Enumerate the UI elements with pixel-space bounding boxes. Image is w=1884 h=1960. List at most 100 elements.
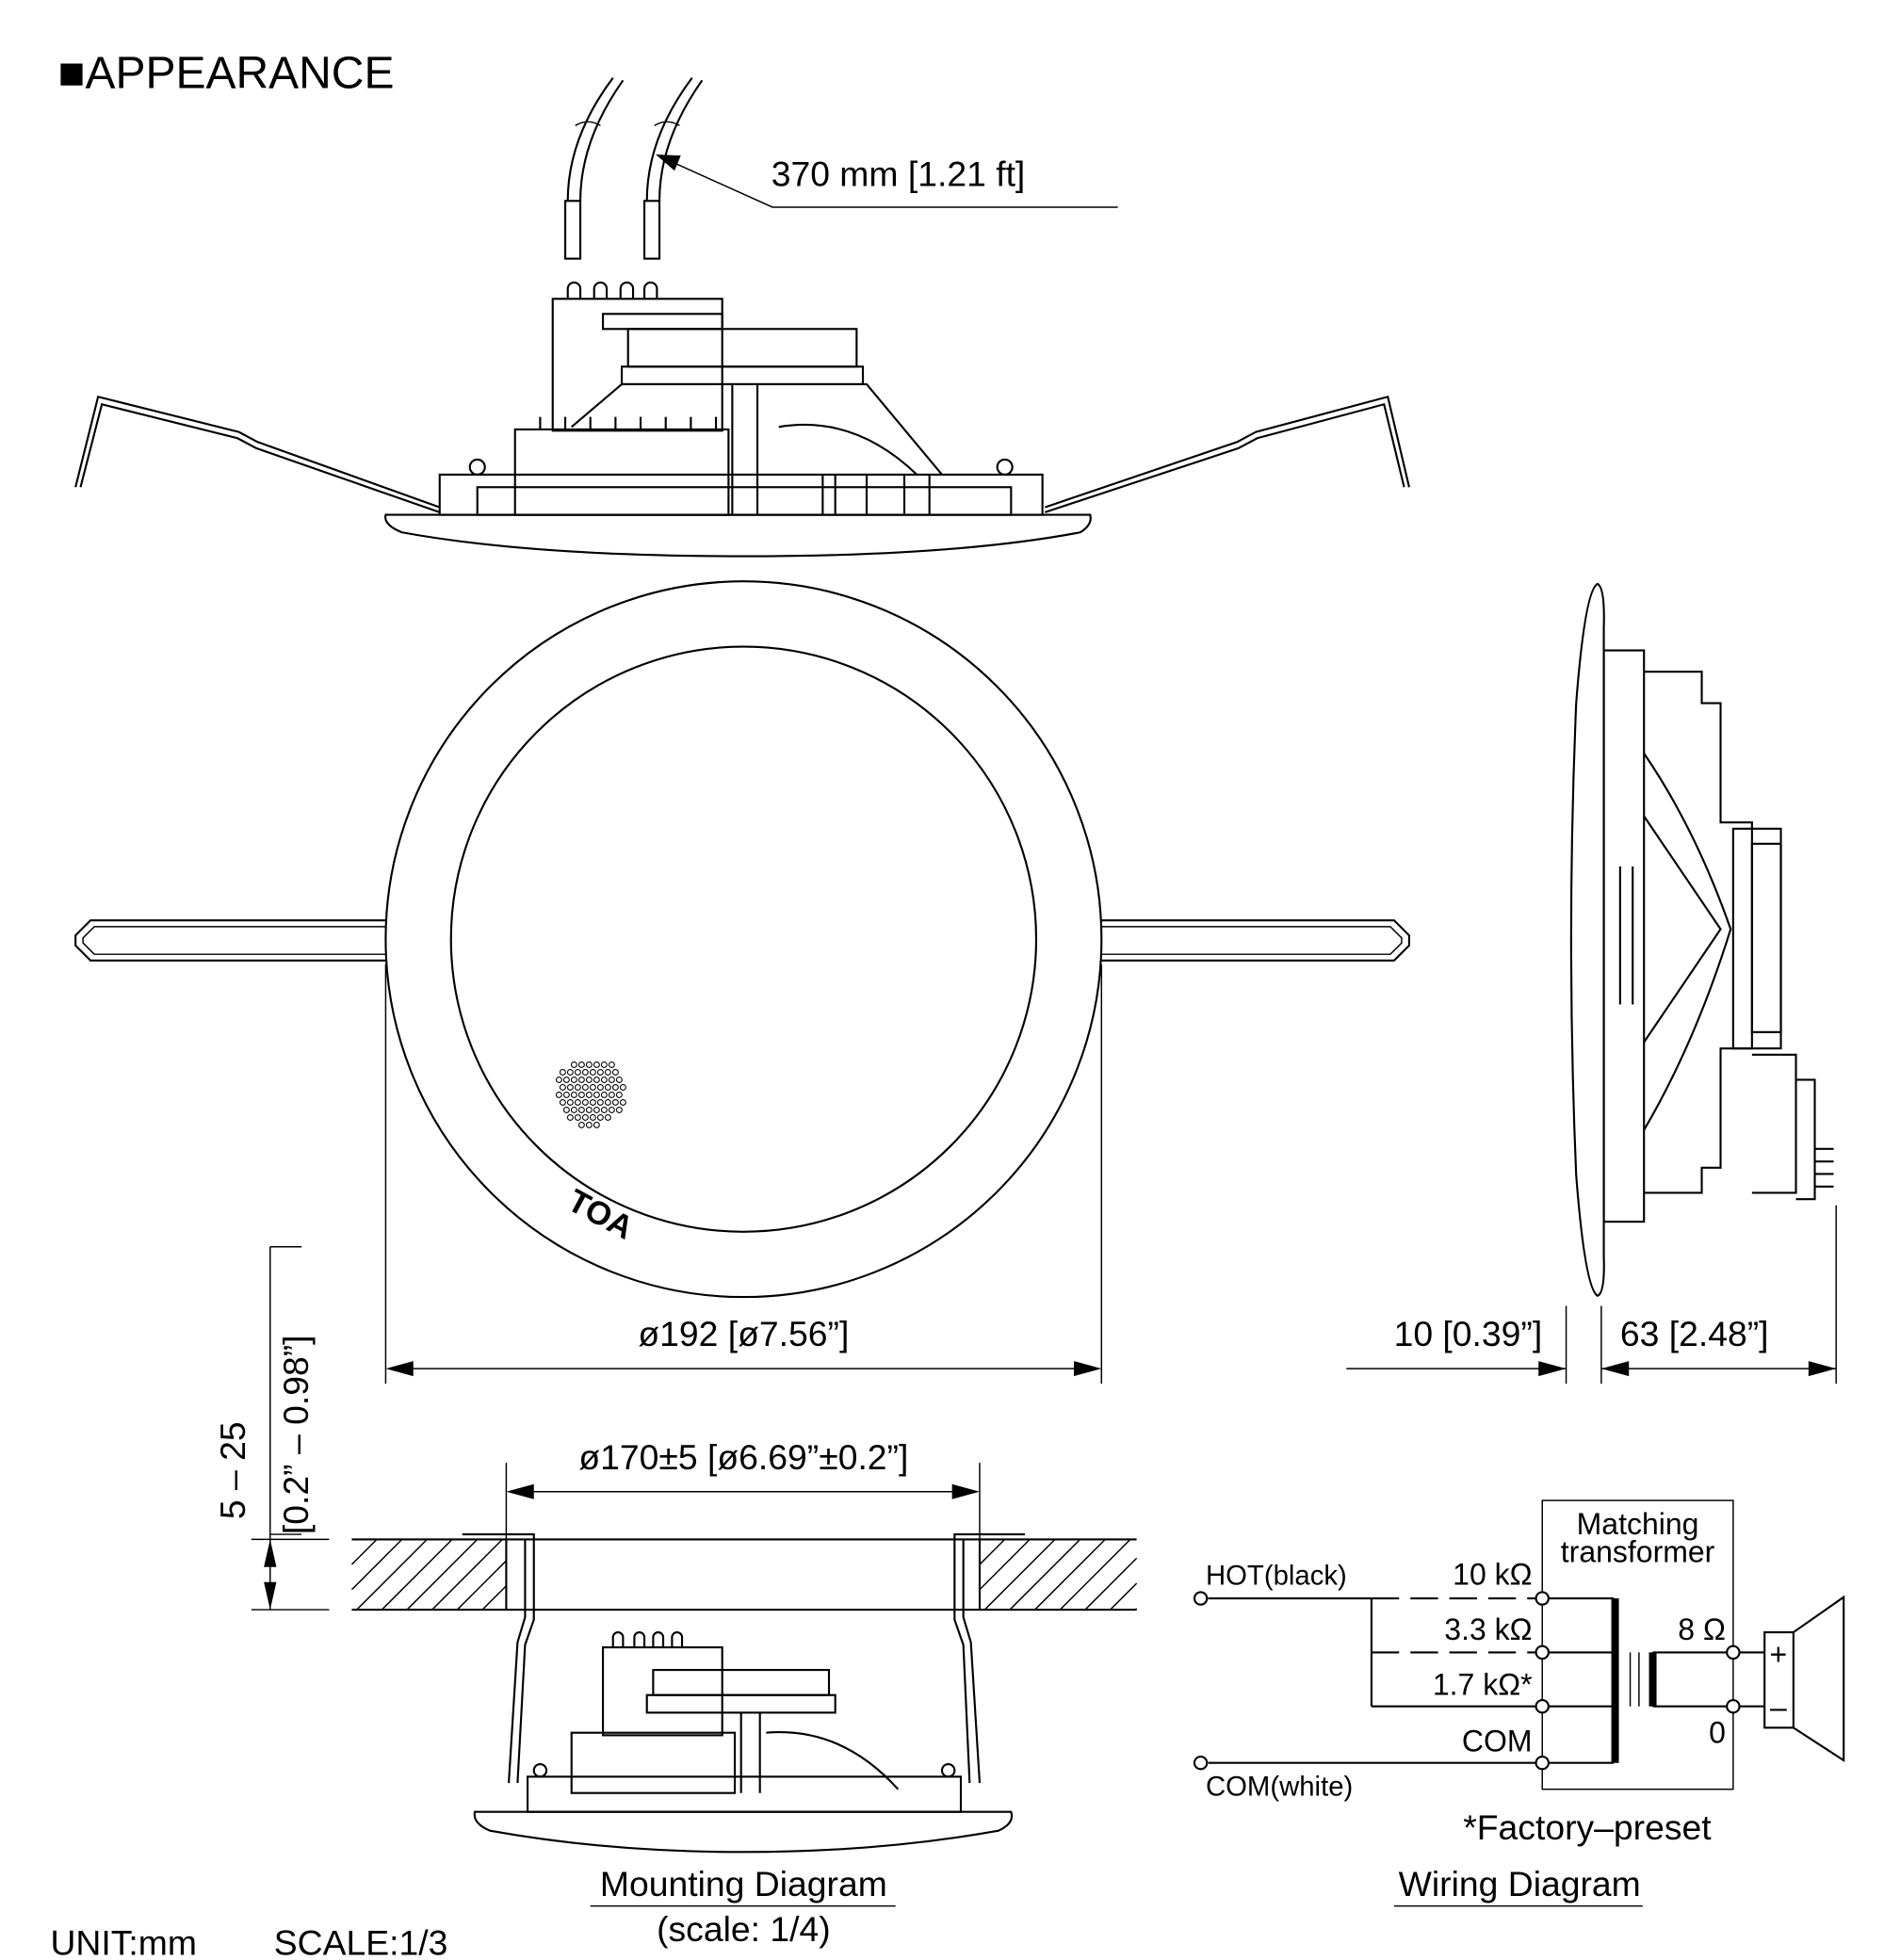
hatch-line (356, 1538, 428, 1611)
hot-wire-label: HOT(black) (1206, 1560, 1347, 1591)
grille-hole (570, 1061, 577, 1068)
grille-hole (589, 1114, 596, 1121)
grille-hole (577, 1061, 585, 1068)
scale-label: SCALE:1/3 (274, 1923, 448, 1960)
grille-hole (608, 1077, 615, 1083)
tap-com-label: COM (1462, 1725, 1533, 1758)
speaker-icon: + – (1763, 1595, 1845, 1762)
hatch-line (381, 1538, 453, 1611)
grille-hole (577, 1107, 585, 1113)
grille-hole (585, 1061, 593, 1068)
hatch-line (406, 1538, 479, 1611)
secondary-8ohm-label: 8 Ω (1678, 1612, 1726, 1646)
grille-hole (562, 1077, 570, 1083)
com-wire-label: COM(white) (1206, 1771, 1353, 1802)
hatch-line (456, 1560, 507, 1611)
box-label-matching: Matching (1577, 1507, 1699, 1541)
ceiling-thickness-dimension: 5 – 25 [0.2” – 0.98”] (213, 1246, 330, 1611)
grille-hole (611, 1084, 619, 1091)
hatch-line (979, 1538, 1031, 1591)
grille-hole (555, 1092, 562, 1098)
ceiling-thickness-in-label: [0.2” – 0.98”] (276, 1336, 316, 1535)
grille-hole (611, 1099, 619, 1106)
secondary-0-label: 0 (1709, 1715, 1726, 1749)
grille-hole (585, 1107, 593, 1113)
minus-terminal-label: – (1770, 1691, 1787, 1725)
microphone-grille (555, 1061, 626, 1128)
grille-hole (619, 1084, 626, 1091)
ceiling-section (350, 1538, 1138, 1612)
hatch-line (1134, 1608, 1138, 1611)
mounting-scale-label: (scale: 1/4) (657, 1909, 831, 1949)
grille-hole (600, 1107, 608, 1113)
depth-dimensions: 10 [0.39”] 63 [2.48”] (1346, 1205, 1837, 1385)
grille-hole (604, 1069, 611, 1076)
grille-hole (574, 1069, 581, 1076)
grille-hole (604, 1114, 611, 1121)
grille-hole (581, 1069, 589, 1076)
grille-hole (615, 1092, 623, 1098)
wiring-diagram: Matching transformer + – HOT(black) COM(… (1193, 1499, 1845, 1907)
grille-hole (604, 1099, 611, 1106)
grille-hole (559, 1099, 566, 1106)
grille-hole (596, 1114, 604, 1121)
mounted-speaker (462, 1533, 1025, 1854)
grille-hole (619, 1099, 626, 1106)
grille-hole (566, 1084, 574, 1091)
outer-diameter-dimension: ø192 [ø7.56”] (384, 964, 1103, 1385)
right-side-view (1569, 582, 1834, 1297)
grille-hole (566, 1099, 574, 1106)
ceiling-thickness-mm-label: 5 – 25 (213, 1421, 252, 1519)
grille-hole (570, 1107, 577, 1113)
outer-diameter-label: ø192 [ø7.56”] (638, 1314, 849, 1353)
hatch-line (1084, 1557, 1138, 1611)
hatch-line (431, 1538, 503, 1611)
grille-hole (570, 1077, 577, 1083)
grille-hole (589, 1084, 596, 1091)
front-view: TOA (74, 580, 1410, 1299)
toa-logo: TOA (561, 1183, 639, 1247)
grille-hole (574, 1099, 581, 1106)
wiring-diagram-title: Wiring Diagram (1399, 1864, 1641, 1903)
grille-hole (577, 1122, 585, 1128)
grille-hole (600, 1092, 608, 1098)
hatch-line (983, 1538, 1056, 1611)
tap-3.3k-label: 3.3 kΩ (1444, 1612, 1532, 1646)
grille-hole (596, 1084, 604, 1091)
grille-hole (593, 1092, 600, 1098)
grille-hole (604, 1084, 611, 1091)
grille-hole (596, 1069, 604, 1076)
flange-depth-label: 10 [0.39”] (1394, 1314, 1543, 1353)
tap-1.7k-label: 1.7 kΩ* (1433, 1668, 1533, 1702)
grille-hole (559, 1084, 566, 1091)
grille-hole (593, 1061, 600, 1068)
factory-preset-note: *Factory–preset (1463, 1807, 1712, 1847)
hatch-line (350, 1538, 403, 1591)
grille-hole (593, 1122, 600, 1128)
grille-hole (577, 1077, 585, 1083)
grille-hole (585, 1122, 593, 1128)
grille-hole (608, 1107, 615, 1113)
grille-hole (593, 1107, 600, 1113)
grille-hole (559, 1069, 566, 1076)
box-label-transformer: transformer (1561, 1534, 1715, 1568)
cutout-dimension: ø170±5 [ø6.69”±0.2”] (505, 1437, 981, 1540)
hatch-line (1110, 1582, 1138, 1611)
grille-hole (581, 1114, 589, 1121)
hatch-line (350, 1538, 378, 1565)
grille-hole (585, 1077, 593, 1083)
body-depth-label: 63 [2.48”] (1620, 1314, 1769, 1353)
hatch-line (1009, 1538, 1081, 1611)
grille-hole (581, 1099, 589, 1106)
grille-hole (570, 1092, 577, 1098)
grille-hole (555, 1077, 562, 1083)
grille-hole (562, 1092, 570, 1098)
unit-label: UNIT:mm (50, 1923, 196, 1960)
grille-hole (585, 1092, 593, 1098)
mounting-diagram-title: Mounting Diagram (600, 1864, 887, 1903)
grille-hole (562, 1107, 570, 1113)
grille-hole (608, 1092, 615, 1098)
grille-hole (615, 1077, 623, 1083)
hatch-line (979, 1538, 1006, 1565)
